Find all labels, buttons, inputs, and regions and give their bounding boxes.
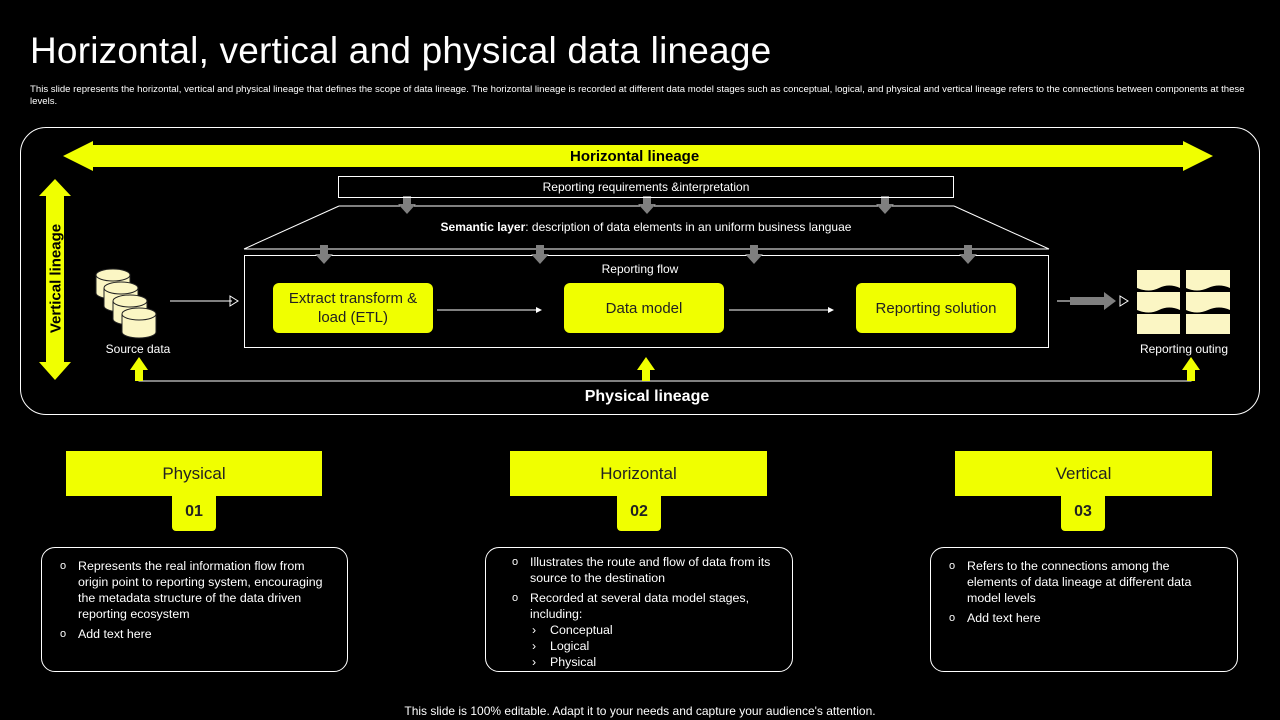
list-item: Represents the real information flow fro… bbox=[60, 558, 325, 622]
semantic-layer-text: Semantic layer: description of data elem… bbox=[300, 220, 992, 234]
vertical-lineage-arrow bbox=[39, 179, 71, 380]
list-item: Recorded at several data model stages, i… bbox=[512, 590, 774, 622]
sub-list-item: Logical bbox=[512, 638, 774, 654]
card-horizontal-number: 02 bbox=[617, 496, 661, 531]
gray-down-arrows-bottom bbox=[315, 245, 977, 264]
arrow-to-reporting-outing bbox=[1070, 292, 1116, 310]
page-subtitle: This slide represents the horizontal, ve… bbox=[30, 84, 1245, 107]
card-physical-number: 01 bbox=[172, 496, 216, 531]
etl-box: Extract transform & load (ETL) bbox=[273, 283, 433, 333]
data-model-box: Data model bbox=[564, 283, 724, 333]
gray-down-arrows-top bbox=[398, 196, 894, 214]
physical-lineage-line bbox=[138, 368, 1192, 382]
reporting-outing-label: Reporting outing bbox=[1139, 342, 1229, 356]
card-vertical-heading: Vertical bbox=[955, 451, 1212, 496]
arrow-etl-to-model bbox=[536, 307, 542, 313]
vertical-lineage-label: Vertical lineage bbox=[47, 223, 65, 334]
card-horizontal-heading: Horizontal bbox=[510, 451, 767, 496]
page-title: Horizontal, vertical and physical data l… bbox=[30, 30, 772, 71]
trapezoid-left-line bbox=[243, 205, 340, 250]
reporting-flow-label: Reporting flow bbox=[601, 262, 679, 276]
list-item: Illustrates the route and flow of data f… bbox=[512, 554, 774, 586]
arrow-source-to-flow bbox=[229, 295, 239, 307]
list-item: Add text here bbox=[60, 626, 325, 642]
semantic-layer-desc: : description of data elements in an uni… bbox=[525, 220, 852, 234]
footer-note: This slide is 100% editable. Adapt it to… bbox=[404, 704, 876, 718]
documents-icon bbox=[1137, 270, 1230, 334]
reporting-solution-box: Reporting solution bbox=[856, 283, 1016, 333]
sub-list-item: Conceptual bbox=[512, 622, 774, 638]
trapezoid-right-line bbox=[953, 205, 1050, 250]
card-physical-heading: Physical bbox=[66, 451, 322, 496]
reporting-requirements-box: Reporting requirements &interpretation bbox=[338, 176, 954, 198]
diagram-frame bbox=[20, 127, 1260, 415]
source-data-label: Source data bbox=[105, 342, 171, 356]
physical-lineage-label: Physical lineage bbox=[584, 388, 710, 405]
card-physical-body: Represents the real information flow fro… bbox=[41, 547, 348, 672]
database-icon bbox=[95, 268, 157, 339]
card-horizontal-body: Illustrates the route and flow of data f… bbox=[485, 547, 793, 672]
card-vertical-number: 03 bbox=[1061, 496, 1105, 531]
horizontal-lineage-arrow bbox=[63, 141, 1213, 171]
semantic-layer-bold: Semantic layer bbox=[440, 220, 526, 234]
horizontal-lineage-label: Horizontal lineage bbox=[570, 148, 700, 165]
reporting-flow-box bbox=[244, 255, 1049, 348]
list-item: Add text here bbox=[949, 610, 1213, 626]
arrow-model-to-solution bbox=[828, 307, 834, 313]
card-vertical-body: Refers to the connections among the elem… bbox=[930, 547, 1238, 672]
sub-list-item: Physical bbox=[512, 654, 774, 670]
list-item: Refers to the connections among the elem… bbox=[949, 558, 1213, 606]
physical-up-arrows bbox=[130, 357, 1200, 381]
